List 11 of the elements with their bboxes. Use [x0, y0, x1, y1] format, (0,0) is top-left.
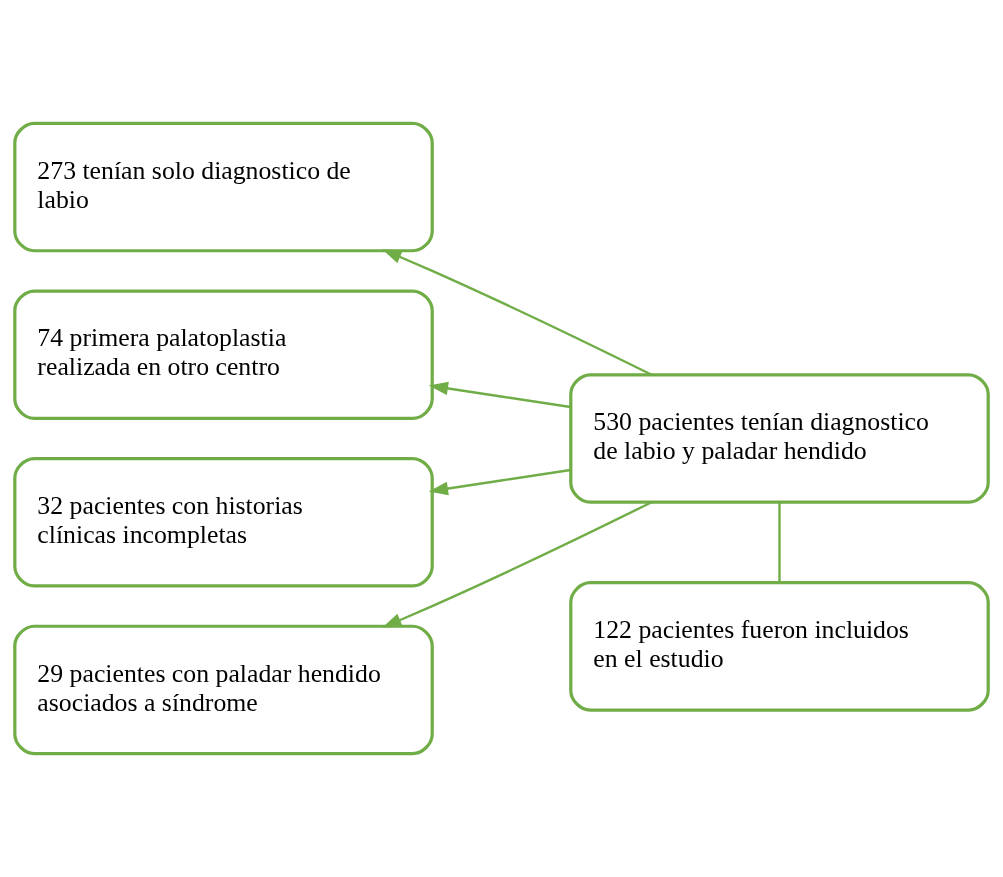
connector [778, 502, 781, 583]
node-box: 530 pacientes tenían diagnostico de labio y paladar hendido [569, 373, 990, 504]
node-box: 74 primera palatoplastia realizada en otro centro [13, 289, 434, 420]
node-box: 32 pacientes con historias clínicas incompletas [13, 457, 434, 588]
node-box: 122 pacientes fueron incluidos en el estudio [569, 581, 990, 712]
arrow [428, 468, 571, 496]
arrow [428, 381, 571, 409]
node-box: 29 pacientes con paladar hendido asociados a síndrome [13, 624, 434, 756]
node-box: 273 tenían solo diagnostico de labio [13, 121, 434, 253]
arrow [382, 249, 653, 376]
arrow [382, 501, 653, 628]
